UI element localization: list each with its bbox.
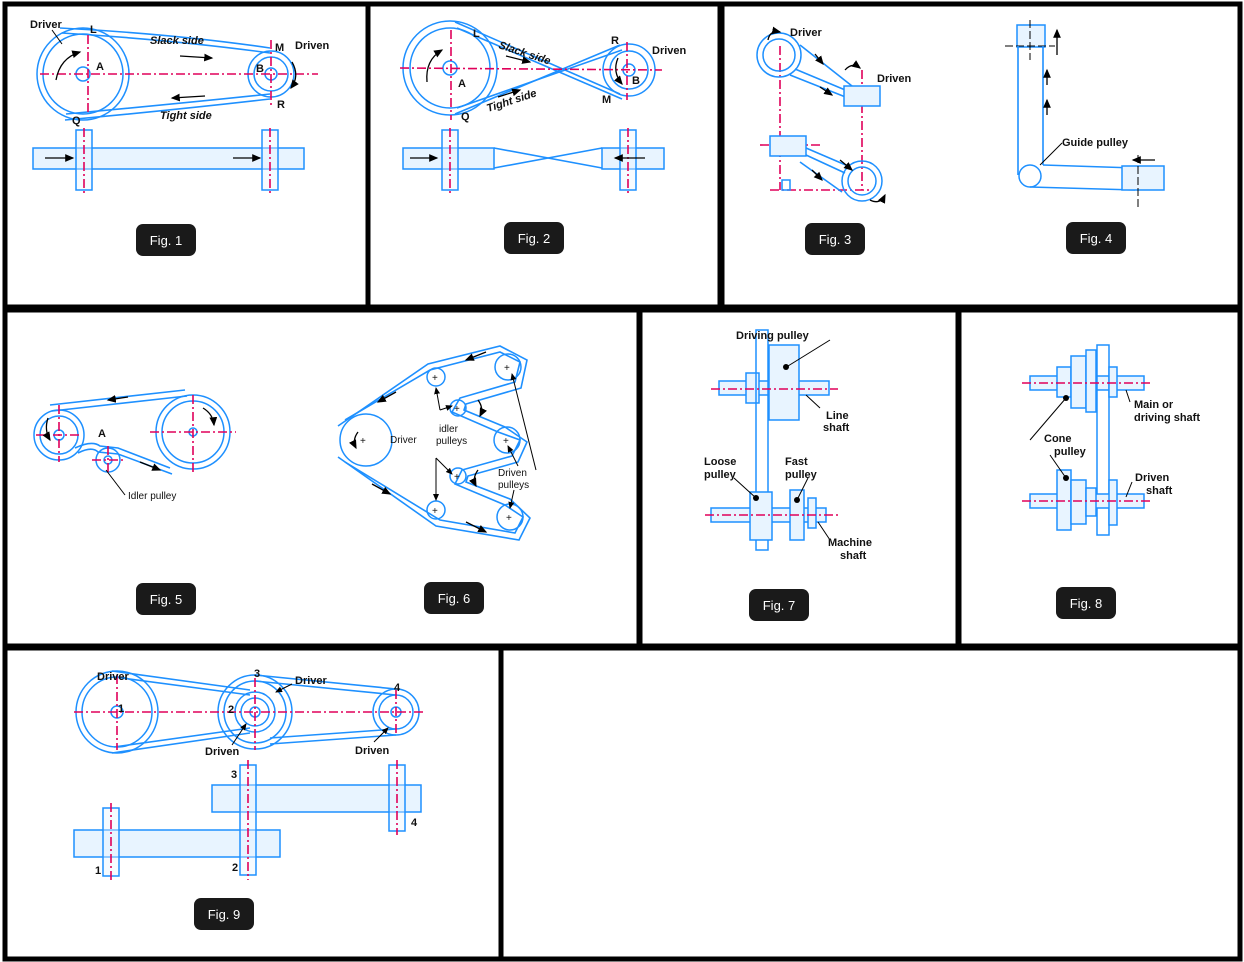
fig-4-caption-text: Fig. 4 bbox=[1080, 231, 1113, 246]
fig8-cone-label-2: pulley bbox=[1054, 446, 1087, 458]
fig8-cone-label-1: Cone bbox=[1044, 433, 1072, 445]
fig1-l-label: L bbox=[90, 24, 97, 36]
fig9-n4b-label: 4 bbox=[411, 817, 418, 829]
svg-text:+: + bbox=[360, 436, 366, 447]
fig8-drivenshaft-label-1: Driven bbox=[1135, 472, 1170, 484]
fig7-driving-label: Driving pulley bbox=[736, 330, 810, 342]
fig1-r-label: R bbox=[277, 99, 285, 111]
fig2-m-label: M bbox=[602, 94, 611, 106]
fig-8-caption: Fig. 8 bbox=[1056, 587, 1116, 619]
fig9-driven1-label: Driven bbox=[205, 746, 240, 758]
fig2-l-label: L bbox=[473, 28, 480, 40]
fig-3-caption: Fig. 3 bbox=[805, 223, 865, 255]
fig9-n4-label: 4 bbox=[394, 682, 401, 694]
fig-1-caption: Fig. 1 bbox=[136, 224, 196, 256]
fig2-q-label: Q bbox=[461, 111, 470, 123]
fig9-driver1-label: Driver bbox=[97, 671, 130, 683]
fig-3-caption-text: Fig. 3 bbox=[819, 232, 852, 247]
fig7-loose-label-1: Loose bbox=[704, 456, 736, 468]
fig1-driver-label: Driver bbox=[30, 19, 63, 31]
fig9-driver2-label: Driver bbox=[295, 675, 328, 687]
fig3-driver-label: Driver bbox=[790, 27, 823, 39]
svg-text:+: + bbox=[454, 404, 460, 415]
fig9-n2-label: 2 bbox=[228, 704, 234, 716]
svg-text:+: + bbox=[504, 363, 510, 374]
fig6-driven-label-1: Driven bbox=[498, 468, 527, 479]
fig1-tight-label: Tight side bbox=[160, 110, 212, 122]
fig1-driven-label: Driven bbox=[295, 40, 330, 52]
fig7-fast-label-2: pulley bbox=[785, 469, 818, 481]
figure-2-crossed-belt: L Slack side R Driven A B Q Tight side M bbox=[399, 20, 687, 195]
fig-2-caption: Fig. 2 bbox=[504, 222, 564, 254]
fig9-n2b-label: 2 bbox=[232, 862, 238, 874]
fig2-b-label: B bbox=[632, 75, 640, 87]
svg-text:+: + bbox=[432, 506, 438, 517]
fig5-idler-label: Idler pulley bbox=[128, 491, 176, 502]
fig7-line-label-2: shaft bbox=[823, 422, 850, 434]
fig-4-caption: Fig. 4 bbox=[1066, 222, 1126, 254]
figure-1-open-belt: Driver L Slack side M Driven A B Q Tight… bbox=[30, 19, 330, 195]
fig-9-caption: Fig. 9 bbox=[194, 898, 254, 930]
fig6-idler-label-1: idler bbox=[439, 424, 459, 435]
svg-text:+: + bbox=[454, 472, 460, 483]
fig9-n1-label: 1 bbox=[118, 703, 124, 715]
fig7-fast-label-1: Fast bbox=[785, 456, 808, 468]
figure-6-multiple-pulleys: + + + + + + + + Driver idler pulleys Dri… bbox=[337, 345, 537, 541]
fig1-b-label: B bbox=[256, 63, 264, 75]
fig8-main-label-1: Main or bbox=[1134, 399, 1174, 411]
fig6-driven-label-2: pulleys bbox=[498, 480, 529, 491]
fig-7-caption: Fig. 7 bbox=[749, 589, 809, 621]
svg-text:+: + bbox=[506, 513, 512, 524]
fig7-line-label-1: Line bbox=[826, 410, 849, 422]
figure-5-idler-pulley: A Idler pulley bbox=[33, 389, 236, 502]
fig8-drivenshaft-label-2: shaft bbox=[1146, 485, 1173, 497]
fig5-a-label: A bbox=[98, 428, 106, 440]
fig9-n1b-label: 1 bbox=[95, 865, 101, 877]
fig1-m-label: M bbox=[275, 42, 284, 54]
fig-6-caption-text: Fig. 6 bbox=[438, 591, 471, 606]
figure-4-guide-pulley: Guide pulley bbox=[1005, 20, 1165, 208]
fig-2-caption-text: Fig. 2 bbox=[518, 231, 551, 246]
fig-5-caption: Fig. 5 bbox=[136, 583, 196, 615]
figure-3-quarter-turn: Driver Driven bbox=[756, 26, 912, 204]
fig2-driven-label: Driven bbox=[652, 45, 687, 57]
fig-6-caption: Fig. 6 bbox=[424, 582, 484, 614]
figure-8-cone-pulley: Main or driving shaft Cone pulley Driven… bbox=[1022, 344, 1200, 536]
fig-7-caption-text: Fig. 7 bbox=[763, 598, 796, 613]
fig8-main-label-2: driving shaft bbox=[1134, 412, 1200, 424]
fig7-machine-label-2: shaft bbox=[840, 550, 867, 562]
fig7-machine-label-1: Machine bbox=[828, 537, 872, 549]
fig3-driven-label: Driven bbox=[877, 73, 912, 85]
fig6-idler-label-2: pulleys bbox=[436, 436, 467, 447]
svg-text:+: + bbox=[432, 373, 438, 384]
fig1-slack-label: Slack side bbox=[150, 35, 204, 47]
fig2-tight-label: Tight side bbox=[485, 87, 538, 114]
fig9-n3-label: 3 bbox=[254, 668, 260, 680]
fig4-guide-label: Guide pulley bbox=[1062, 137, 1129, 149]
fig1-a-label: A bbox=[96, 61, 104, 73]
fig9-driven2-label: Driven bbox=[355, 745, 390, 757]
fig-8-caption-text: Fig. 8 bbox=[1070, 596, 1103, 611]
figure-7-loose-fast-pulley: Driving pulley Line shaft Loose pulley F… bbox=[704, 329, 872, 562]
fig6-driver-label: Driver bbox=[390, 435, 417, 446]
fig9-n3b-label: 3 bbox=[231, 769, 237, 781]
fig7-loose-label-2: pulley bbox=[704, 469, 737, 481]
fig2-slack-label: Slack side bbox=[497, 39, 552, 67]
fig-1-caption-text: Fig. 1 bbox=[150, 233, 183, 248]
svg-text:+: + bbox=[503, 436, 509, 447]
fig2-r-label: R bbox=[611, 35, 619, 47]
fig-9-caption-text: Fig. 9 bbox=[208, 907, 241, 922]
fig1-q-label: Q bbox=[72, 115, 81, 127]
fig2-a-label: A bbox=[458, 78, 466, 90]
figure-9-compound-drive: Driver 1 3 Driver 4 2 Driven Driven 3 4 … bbox=[73, 668, 425, 880]
fig-5-caption-text: Fig. 5 bbox=[150, 592, 183, 607]
